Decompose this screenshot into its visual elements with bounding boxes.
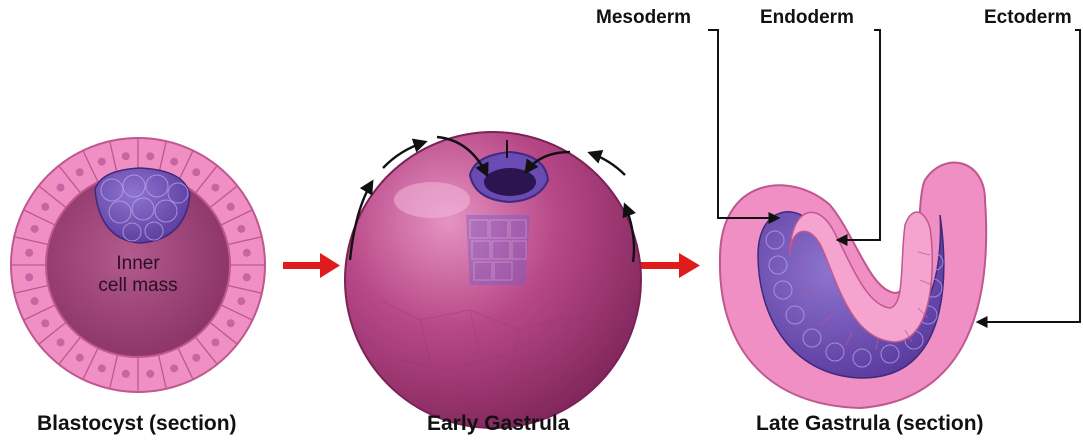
cell-nucleus: [211, 338, 219, 346]
cell-nucleus: [211, 184, 219, 192]
cell-nucleus: [57, 338, 65, 346]
cell-nucleus: [237, 297, 245, 305]
cell-nucleus: [227, 319, 235, 327]
cell-nucleus: [170, 364, 178, 372]
endoderm-label: Endoderm: [760, 7, 854, 29]
inner-cell-mass-label: Inner cell mass: [92, 253, 184, 297]
cell-nucleus: [31, 225, 39, 233]
cell-nucleus: [31, 297, 39, 305]
mesoderm-label: Mesoderm: [596, 7, 691, 29]
cell-nucleus: [98, 158, 106, 166]
inner-label-line2: cell mass: [92, 275, 184, 297]
cell-nucleus: [237, 225, 245, 233]
cell-nucleus: [122, 370, 130, 378]
cell-nucleus: [41, 319, 49, 327]
cell-nucleus: [146, 152, 154, 160]
cell-nucleus: [41, 203, 49, 211]
red-arrow-1: [283, 253, 340, 278]
cell-nucleus: [227, 203, 235, 211]
red-arrow-2: [640, 253, 700, 278]
cell-nucleus: [192, 354, 200, 362]
cell-nucleus: [170, 158, 178, 166]
cell-nucleus: [192, 168, 200, 176]
cell-nucleus: [146, 370, 154, 378]
early-gastrula-caption: Early Gastrula: [427, 412, 569, 436]
ectoderm-label: Ectoderm: [984, 7, 1072, 29]
blastocyst-caption: Blastocyst (section): [37, 412, 237, 436]
early-gastrula: [345, 132, 641, 428]
cell-nucleus: [76, 168, 84, 176]
archenteron-shadow: [466, 215, 530, 285]
cell-nucleus: [122, 152, 130, 160]
cell-nucleus: [25, 273, 33, 281]
cell-nucleus: [243, 249, 251, 257]
cell-nucleus: [98, 364, 106, 372]
late-gastrula-caption: Late Gastrula (section): [756, 412, 984, 436]
cell-nucleus: [25, 249, 33, 257]
cell-nucleus: [243, 273, 251, 281]
cell-nucleus: [57, 184, 65, 192]
inner-label-line1: Inner: [92, 253, 184, 275]
late-gastrula-section: [720, 163, 986, 408]
cell-nucleus: [76, 354, 84, 362]
